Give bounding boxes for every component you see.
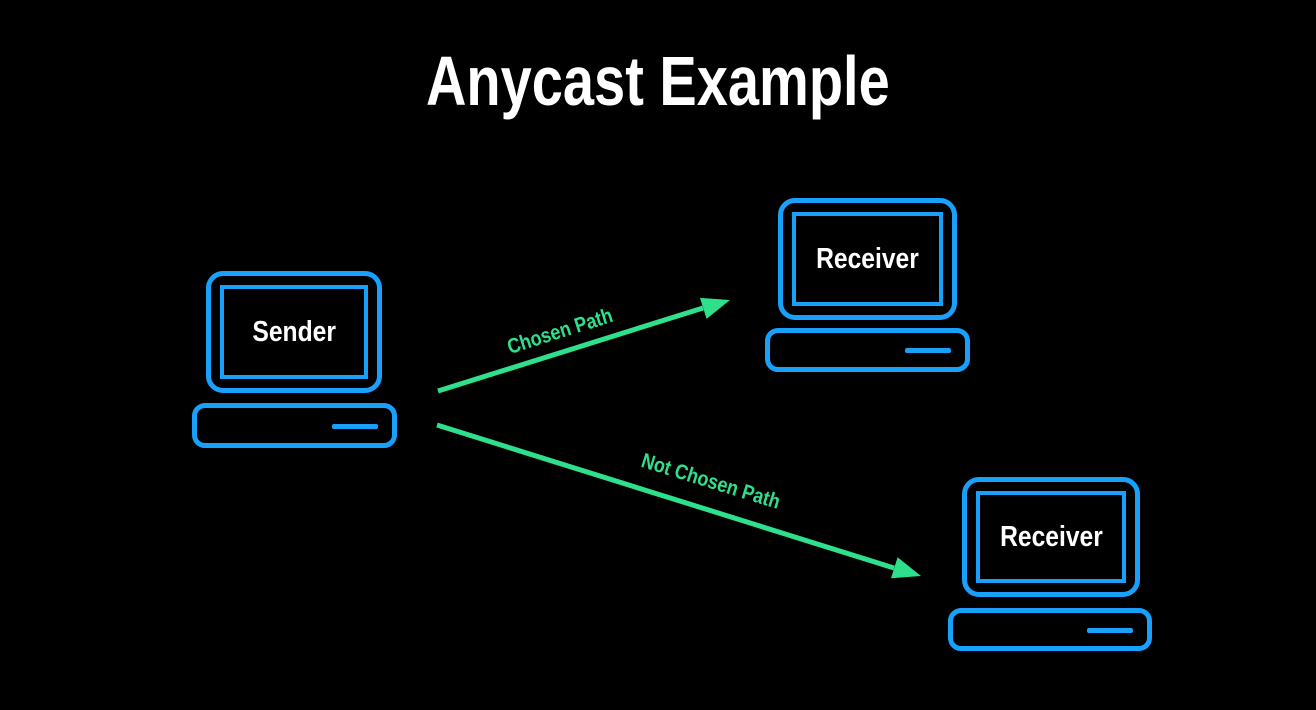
not-chosen-path-arrow bbox=[436, 422, 921, 579]
receiver-bottom-monitor-icon: Receiver bbox=[962, 477, 1140, 597]
receiver-bottom-label: Receiver bbox=[999, 520, 1103, 553]
receiver-bottom-base-icon bbox=[948, 608, 1152, 651]
receiver-bottom-node: Receiver bbox=[948, 477, 1152, 651]
receiver-bottom-disk-slot-icon bbox=[1087, 627, 1133, 633]
receiver-top-screen: Receiver bbox=[792, 212, 943, 306]
receiver-top-label: Receiver bbox=[816, 242, 919, 275]
receiver-top-disk-slot-icon bbox=[905, 348, 951, 353]
sender-label: Sender bbox=[252, 315, 336, 348]
sender-monitor-icon: Sender bbox=[206, 271, 382, 393]
diagram-title-text: Anycast Example bbox=[426, 42, 890, 120]
sender-base-icon bbox=[192, 403, 397, 448]
chosen-path-arrow bbox=[437, 297, 730, 394]
sender-node: Sender bbox=[192, 271, 397, 448]
sender-screen: Sender bbox=[220, 285, 368, 379]
receiver-top-base-icon bbox=[765, 328, 970, 372]
sender-disk-slot-icon bbox=[332, 423, 378, 429]
receiver-top-monitor-icon: Receiver bbox=[778, 198, 957, 320]
diagram-title: Anycast Example bbox=[0, 38, 1316, 126]
receiver-bottom-screen: Receiver bbox=[976, 491, 1126, 583]
receiver-top-node: Receiver bbox=[765, 198, 970, 372]
